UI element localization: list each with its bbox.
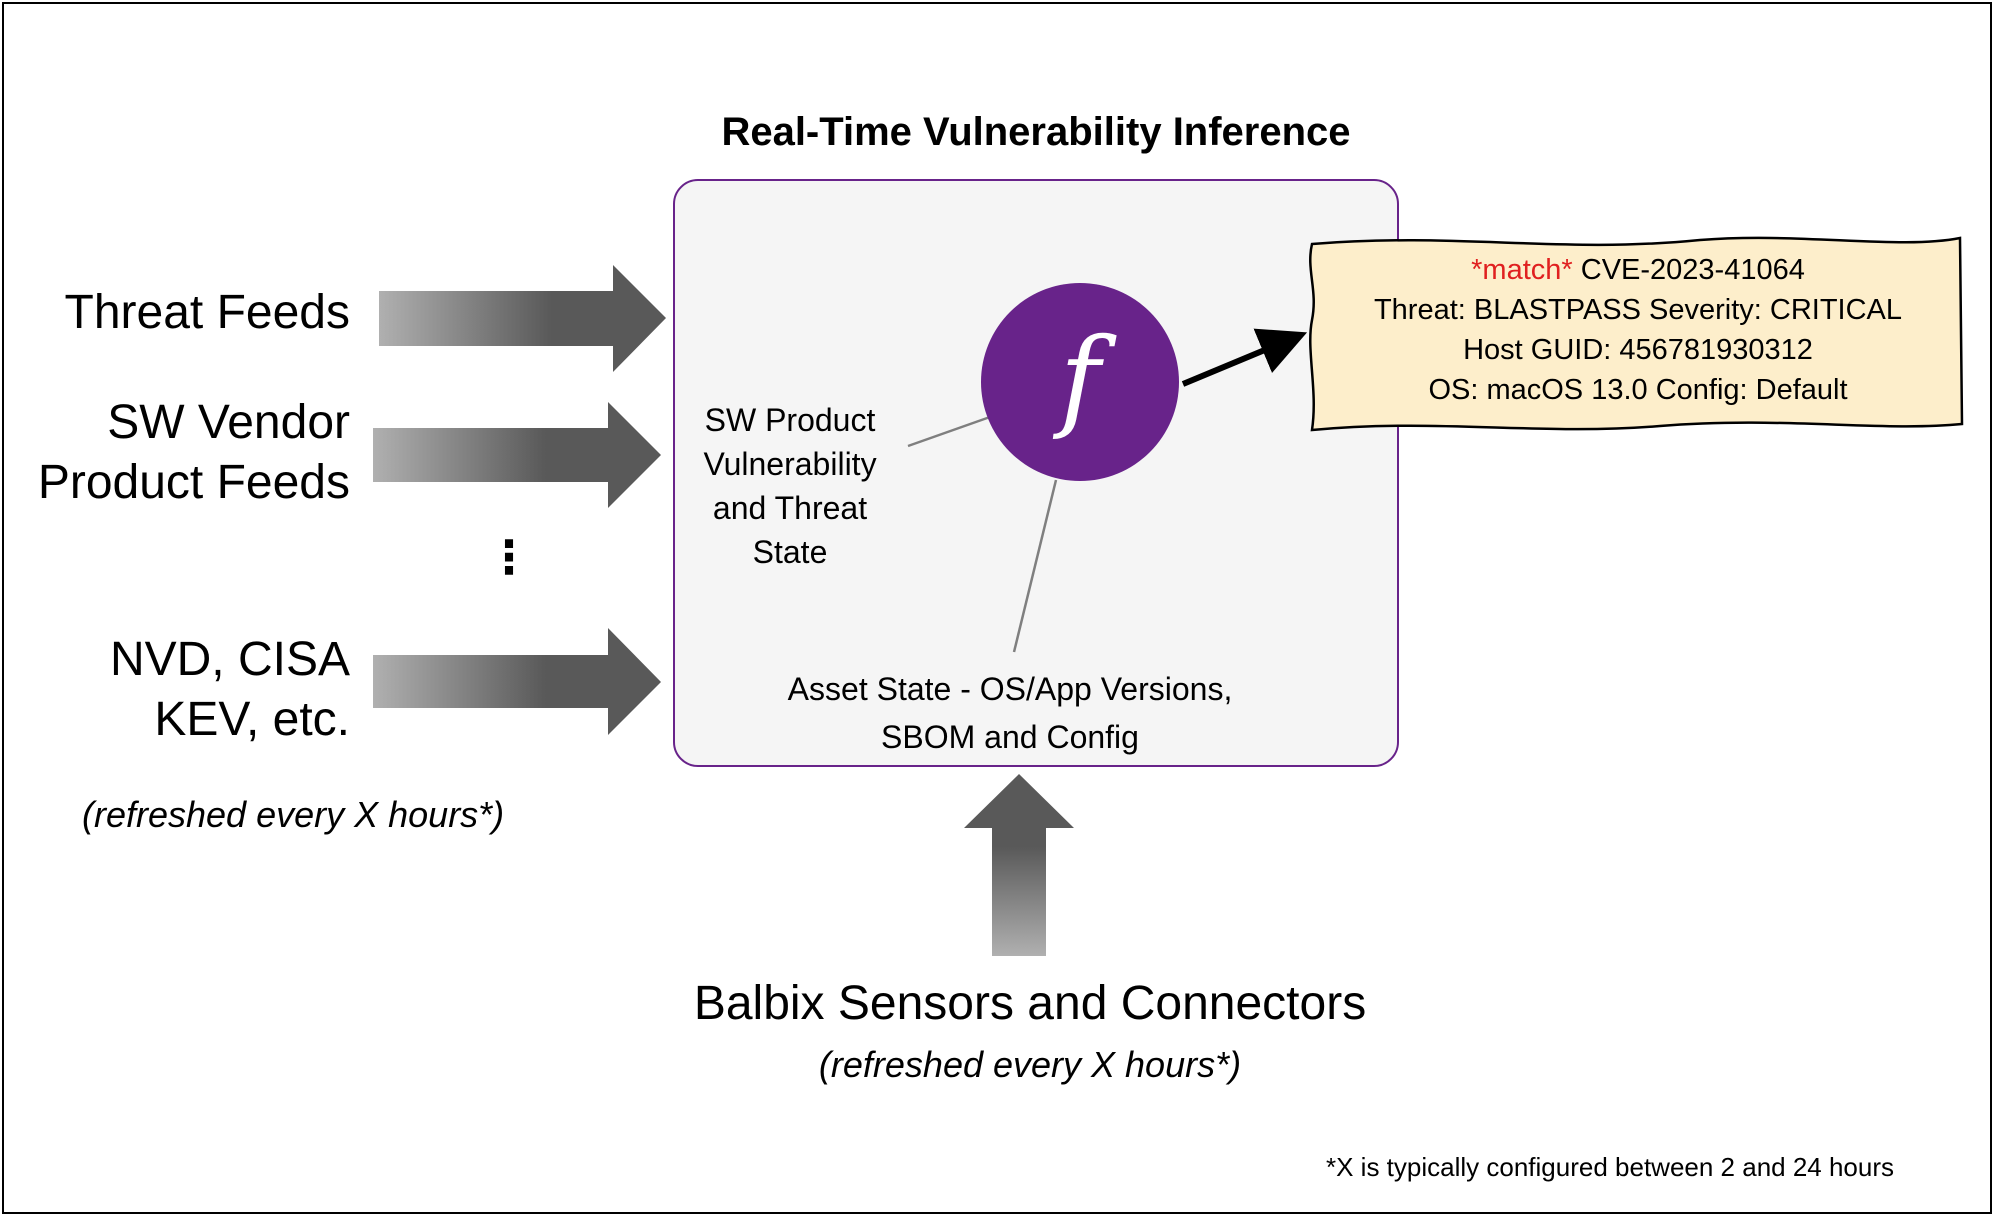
- feeds-ellipsis: ⋮: [486, 531, 532, 583]
- result-note-text: *match* CVE-2023-41064 Threat: BLASTPASS…: [1316, 250, 1960, 410]
- feed-label-threat: Threat Feeds: [64, 286, 350, 339]
- cve-id: CVE-2023-41064: [1580, 254, 1805, 286]
- match-tag: *match*: [1471, 254, 1573, 286]
- connector-line-bottom: [1012, 479, 1058, 653]
- connector-line-left: [907, 415, 991, 448]
- vendor-feeds-arrow: [373, 402, 661, 508]
- feeds-refresh-note: (refreshed every X hours*): [82, 794, 505, 835]
- diagram-title: Real-Time Vulnerability Inference: [721, 110, 1351, 154]
- inner-left-label: SW Product Vulnerability and Threat Stat…: [703, 402, 877, 570]
- footnote: *X is typically configured between 2 and…: [1326, 1152, 1895, 1182]
- function-circle: [981, 283, 1179, 481]
- threat-feeds-arrow: [379, 265, 666, 372]
- function-symbol: f: [1059, 314, 1101, 442]
- result-host-line: Host GUID: 456781930312: [1463, 334, 1813, 366]
- result-note: [1309, 236, 1964, 432]
- output-arrow: [1181, 328, 1308, 387]
- feed-label-nvd: NVD, CISA KEV, etc.: [109, 633, 350, 746]
- sensors-label: Balbix Sensors and Connectors: [693, 977, 1367, 1030]
- sensors-refresh-note: (refreshed every X hours*): [818, 1044, 1242, 1085]
- inner-bottom-label: Asset State - OS/App Versions, SBOM and …: [787, 671, 1233, 755]
- sensors-arrow: [964, 774, 1074, 956]
- result-threat-line: Threat: BLASTPASS Severity: CRITICAL: [1373, 294, 1903, 326]
- result-match-line: *match* CVE-2023-41064: [1316, 250, 1960, 290]
- result-os-line: OS: macOS 13.0 Config: Default: [1428, 374, 1848, 406]
- nvd-feeds-arrow: [373, 628, 661, 735]
- inference-box: [673, 179, 1399, 767]
- feed-label-vendor: SW Vendor Product Feeds: [37, 396, 350, 509]
